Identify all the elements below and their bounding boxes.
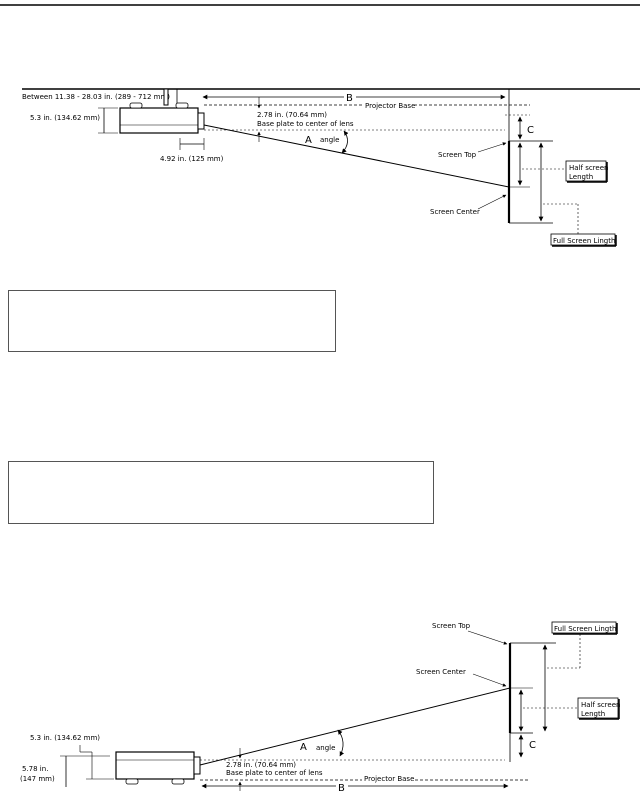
half-screen-box-2	[577, 697, 619, 719]
formula-box-1	[8, 290, 336, 352]
ceiling-mount-diagram: Between 11.38 - 28.03 in. (289 - 712 mm)…	[22, 88, 640, 247]
height-large-line1: 5.78 in.	[22, 765, 48, 773]
letter-b-2: B	[338, 783, 345, 791]
letter-b: B	[346, 93, 353, 104]
half-screen-box	[565, 160, 607, 182]
lens-offset-line2-2: Base plate to center of lens	[226, 769, 323, 777]
projector-ceiling	[119, 102, 205, 134]
between-label: Between 11.38 - 28.03 in. (289 - 712 mm)	[22, 93, 170, 101]
half-screen-line1-2: Half screen	[581, 701, 620, 709]
angle-label-2: angle	[316, 744, 335, 752]
projector-table	[115, 751, 201, 785]
table-mount-diagram: Screen Top Screen Center C Full Screen L…	[20, 621, 620, 791]
lens-offset-line2: Base plate to center of lens	[257, 120, 354, 128]
half-screen-line1: Half screen	[569, 164, 608, 172]
lens-offset-line1-2: 2.78 in. (70.64 mm)	[226, 761, 296, 769]
full-screen-label: Full Screen Lingth	[553, 237, 615, 245]
letter-c: C	[527, 125, 534, 136]
full-screen-label-2: Full Screen Lingth	[554, 625, 616, 633]
letter-a: A	[305, 135, 312, 146]
projection-beam-2	[199, 687, 511, 766]
screen-top-label-2: Screen Top	[432, 622, 471, 630]
projector-base-label-2: Projector Base	[364, 775, 414, 783]
half-screen-line2-2: Length	[581, 710, 605, 718]
projector-base-label: Projector Base	[365, 102, 415, 110]
full-screen-box	[550, 233, 616, 246]
width-label: 4.92 in. (125 mm)	[160, 155, 224, 163]
height-label: 5.3 in. (134.62 mm)	[30, 114, 100, 122]
screen-center-label: Screen Center	[430, 208, 480, 216]
formula-box-2	[8, 461, 434, 524]
letter-c-2: C	[529, 740, 536, 751]
lens-offset-line1: 2.78 in. (70.64 mm)	[257, 111, 327, 119]
projection-beam	[203, 124, 510, 188]
screen-top-label: Screen Top	[438, 151, 477, 159]
mount-pole	[163, 88, 169, 106]
height-small-label: 5.3 in. (134.62 mm)	[30, 734, 100, 742]
half-screen-line2: Length	[569, 173, 593, 181]
angle-label: angle	[320, 136, 339, 144]
screen-center-label-2: Screen Center	[416, 668, 466, 676]
full-screen-box-2	[551, 621, 617, 634]
letter-a-2: A	[300, 742, 307, 753]
height-large-line2: (147 mm)	[20, 775, 55, 783]
